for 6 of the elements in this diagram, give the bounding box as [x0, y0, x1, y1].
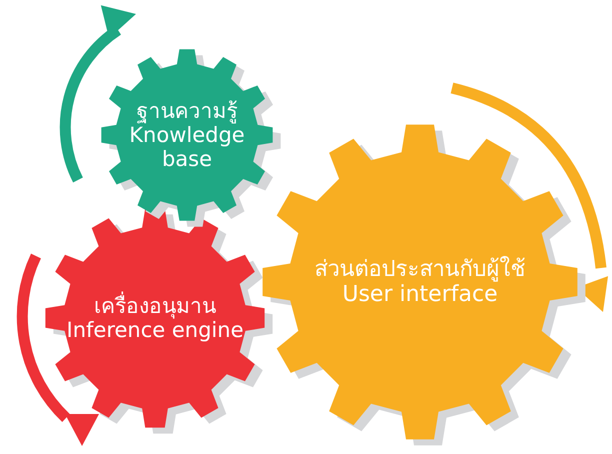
gear-label: Inference engine	[66, 318, 244, 342]
gear-label: ส่วนต่อประสานกับผู้ใช้	[314, 256, 526, 282]
gear-label: ฐานความรู้	[136, 98, 238, 123]
gear-label: เครื่องอนุมาน	[94, 294, 216, 318]
gear-label: Knowledge base	[128, 122, 246, 172]
gear-label: User interface	[342, 282, 498, 308]
